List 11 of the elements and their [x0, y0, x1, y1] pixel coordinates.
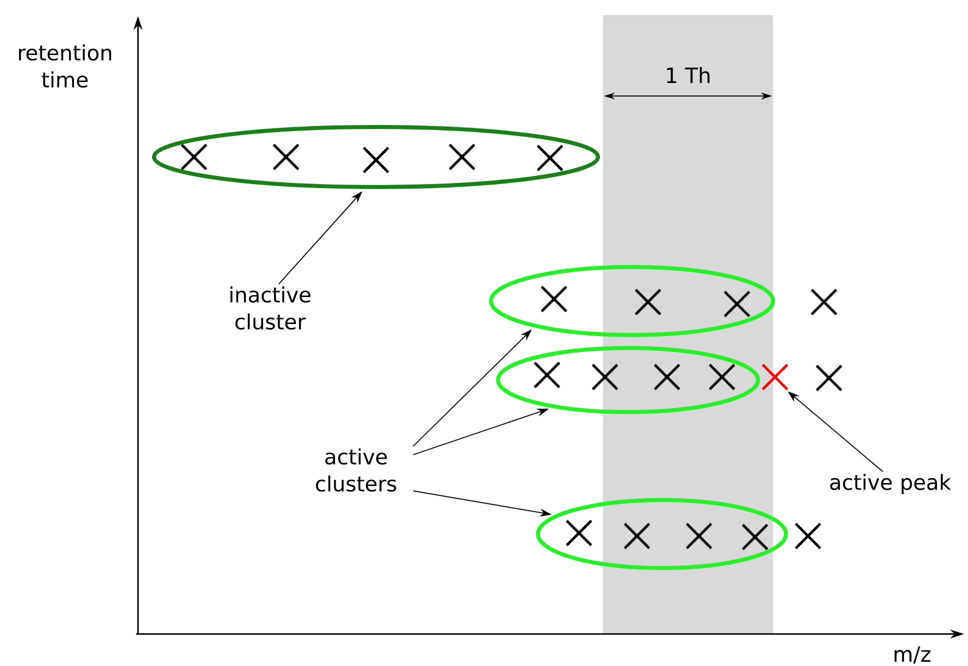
cluster-ellipse [489, 265, 775, 337]
callout-text: active clusters [316, 448, 396, 492]
axis-label: 1 Th [667, 67, 710, 83]
axis-label: retention time [19, 44, 112, 88]
peak-cross [761, 363, 789, 391]
callout-text: active peak [830, 474, 951, 494]
cluster-ellipse [496, 346, 760, 414]
cluster-ellipse [536, 498, 788, 570]
callout-text: inactive cluster [230, 286, 310, 330]
cluster-ellipse [152, 125, 600, 189]
axis-label: m/z [894, 646, 930, 664]
